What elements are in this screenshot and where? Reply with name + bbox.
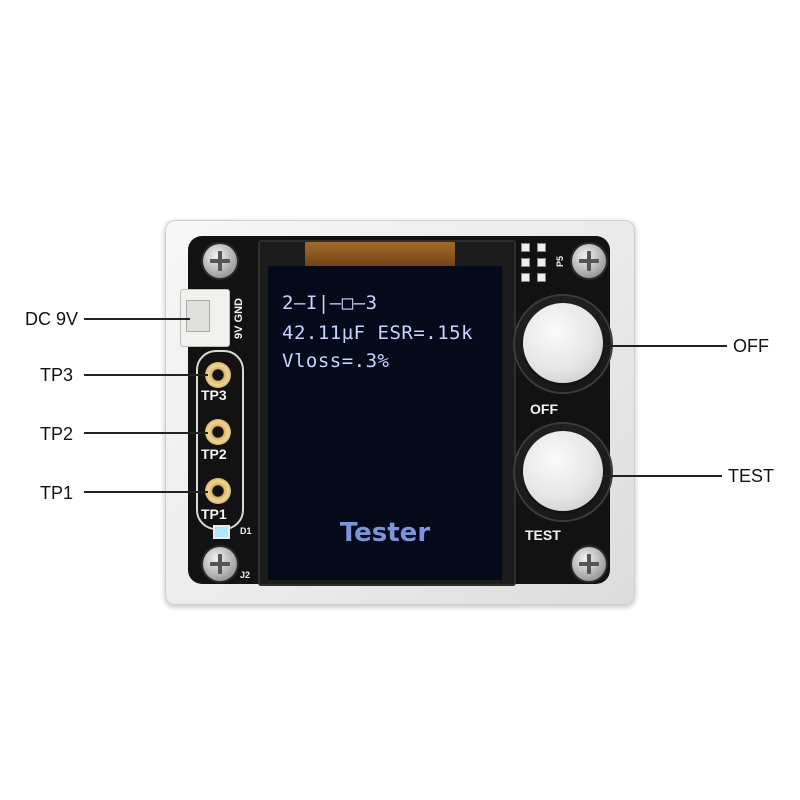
leader-line-tp1 xyxy=(84,491,208,493)
dc-connector-slot xyxy=(186,300,210,332)
silk-test: TEST xyxy=(525,527,561,543)
screw-top-right-icon xyxy=(572,244,606,278)
header-hole xyxy=(521,243,530,252)
callout-tp1: TP1 xyxy=(40,483,74,503)
callout-tp3: TP3 xyxy=(40,365,74,385)
lcd-vloss-reading: Vloss=.3% xyxy=(282,350,390,372)
lcd-screen: 2—I|—□—3 42.11µF ESR=.15k Vloss=.3% Test… xyxy=(268,266,502,580)
leader-line-dc9v xyxy=(84,318,190,320)
header-hole xyxy=(537,258,546,267)
screw-top-left-icon xyxy=(203,244,237,278)
screw-bottom-left-icon xyxy=(203,547,237,581)
lcd-ribbon-cable xyxy=(305,242,455,268)
lcd-tester-label: Tester xyxy=(339,518,431,548)
leader-line-tp2 xyxy=(84,432,208,434)
lcd-component-symbol: 2—I|—□—3 xyxy=(282,292,378,314)
status-led xyxy=(213,525,230,539)
test-pad-tp1[interactable] xyxy=(205,478,231,504)
callout-off: OFF xyxy=(733,336,769,356)
silk-p5: P5 xyxy=(555,256,565,268)
silk-power-pins: 9V GND xyxy=(233,298,245,340)
test-pad-tp3[interactable] xyxy=(205,362,231,388)
test-button[interactable] xyxy=(523,431,603,511)
test-pad-tp2[interactable] xyxy=(205,419,231,445)
leader-line-tp3 xyxy=(84,374,208,376)
silk-off: OFF xyxy=(530,401,558,417)
silk-d1: D1 xyxy=(240,526,252,536)
header-hole xyxy=(521,273,530,282)
callout-test: TEST xyxy=(728,466,775,486)
silk-tp1: TP1 xyxy=(201,506,227,522)
screw-bottom-right-icon xyxy=(572,547,606,581)
header-hole xyxy=(521,258,530,267)
callout-tp2: TP2 xyxy=(40,424,74,444)
header-hole xyxy=(537,243,546,252)
off-button[interactable] xyxy=(523,303,603,383)
silk-tp2: TP2 xyxy=(201,446,227,462)
callout-dc9v: DC 9V xyxy=(25,309,79,329)
lcd-capacitance-reading: 42.11µF ESR=.15k xyxy=(282,322,474,344)
leader-line-test xyxy=(603,475,722,477)
leader-line-off xyxy=(603,345,727,347)
silk-tp3: TP3 xyxy=(201,387,227,403)
header-hole xyxy=(537,273,546,282)
silk-j2: J2 xyxy=(240,570,251,580)
